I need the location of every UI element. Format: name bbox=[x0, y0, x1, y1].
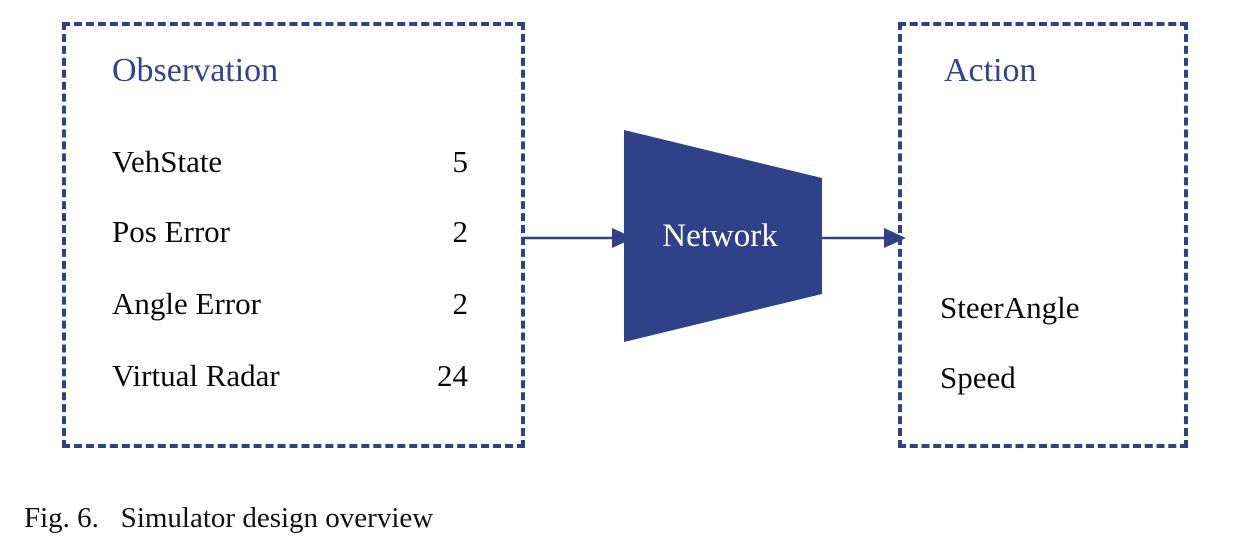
observation-row-label: VehState bbox=[112, 144, 223, 179]
figure-caption: Fig. 6. Simulator design overview bbox=[24, 502, 434, 534]
network-label: Network bbox=[662, 218, 778, 254]
arrow-observation-to-network-icon bbox=[522, 228, 634, 248]
observation-row-value: 2 bbox=[452, 286, 469, 321]
observation-row-value: 2 bbox=[452, 214, 469, 249]
observation-row-label: Angle Error bbox=[112, 286, 261, 321]
network-block bbox=[624, 130, 822, 342]
observation-row-label: Pos Error bbox=[112, 214, 230, 249]
observation-title: Observation bbox=[112, 52, 279, 89]
observation-row: VehState 5 bbox=[112, 142, 468, 182]
action-panel bbox=[898, 22, 1188, 448]
observation-panel bbox=[62, 22, 525, 448]
observation-row: Pos Error 2 bbox=[112, 212, 468, 252]
observation-row: Virtual Radar 24 bbox=[112, 356, 468, 396]
action-title: Action bbox=[944, 52, 1037, 89]
observation-row: Angle Error 2 bbox=[112, 284, 468, 324]
arrow-network-to-action-icon bbox=[820, 228, 906, 248]
observation-row-label: Virtual Radar bbox=[112, 358, 280, 393]
action-item: SteerAngle bbox=[940, 290, 1080, 325]
observation-row-value: 5 bbox=[452, 144, 469, 179]
action-item: Speed bbox=[940, 360, 1016, 395]
observation-row-value: 24 bbox=[437, 358, 468, 393]
